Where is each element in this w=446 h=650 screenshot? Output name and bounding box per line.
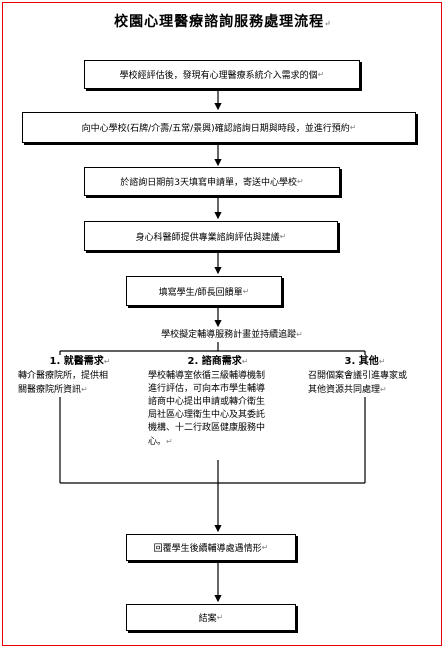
page-title: 校園心理醫療諮詢服務處理流程↵ (114, 14, 332, 30)
step-reply-followup: 回覆學生後續輔導處遇情形↵ (126, 534, 296, 561)
col-medical-heading: 1. 就醫需求↵ (20, 355, 140, 369)
step-case-closed: 結案↵ (126, 604, 296, 631)
col-counseling-heading: 2. 諮商需求↵ (152, 355, 284, 369)
step-feedback-form: 填寫學生/師長回饋單↵ (126, 276, 282, 306)
col-medical-body: 轉介醫療院所，提供相 關醫療院所資訊↵ (18, 370, 130, 397)
step-identify-need: 學校經評估後，發現有心理醫療系統介入需求的個↵ (84, 60, 360, 89)
col-other-body: 召開個案會議引進專家或 其他資源共同處理↵ (308, 370, 430, 397)
step-submit-application: 於諮詢日期前3天填寫申請單，寄送中心學校↵ (84, 167, 340, 196)
step-book-consultation: 向中心學校(石牌/介壽/五常/景興)確認諮詢日期與時段，並進行預約↵ (22, 112, 416, 143)
col-counseling-body: 學校輔導室依循三級輔導機制 進行評估，可向本市學生輔導 諮商中心提出申請或轉介衛… (148, 370, 284, 449)
page-frame (2, 2, 442, 646)
step-physician-consult: 身心科醫師提供專業諮詢評估與建議↵ (84, 221, 338, 251)
col-other-heading: 3. 其他↵ (310, 355, 420, 369)
plan-text: 學校擬定輔導服務計畫並持續追蹤↵ (132, 328, 332, 342)
